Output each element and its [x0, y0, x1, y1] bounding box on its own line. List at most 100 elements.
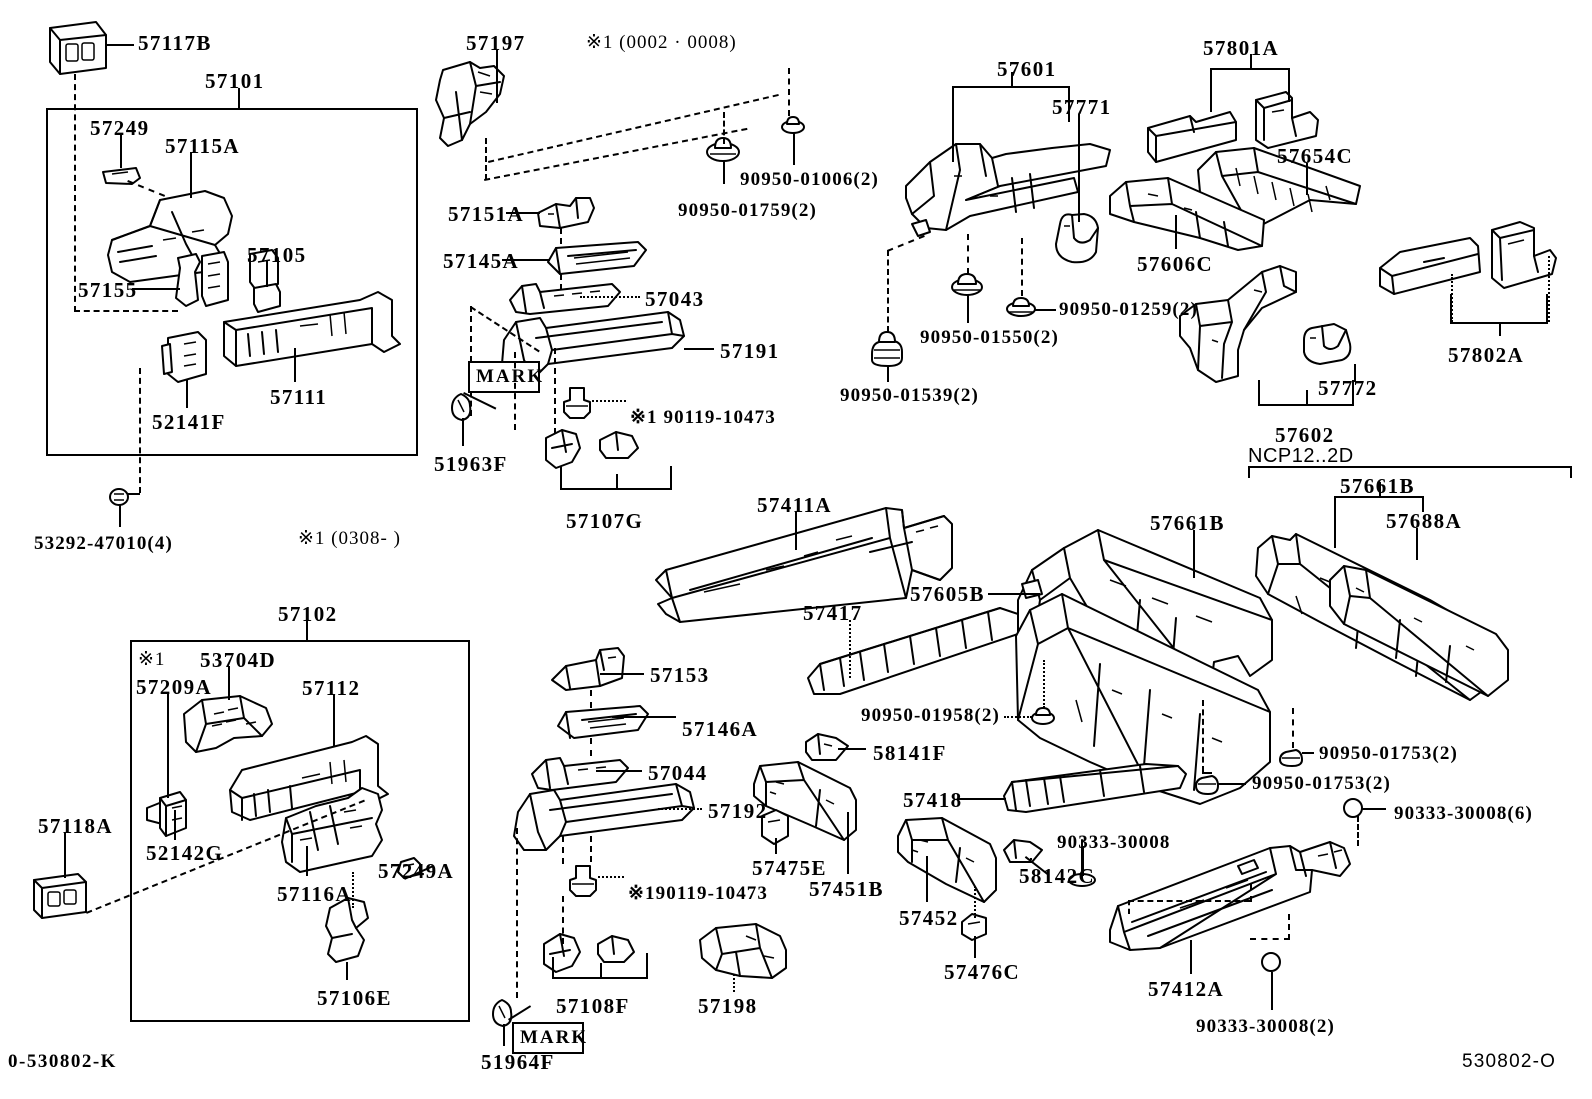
part-label-57112[interactable]: 57112: [302, 676, 361, 700]
part-label-57192[interactable]: 57192: [708, 799, 768, 823]
part-label-57249[interactable]: 57249: [90, 116, 150, 140]
dash-57117b-b: [74, 310, 178, 312]
dash-01006: [788, 68, 790, 116]
part-label-57107g[interactable]: 57107G: [566, 509, 644, 533]
part-label-57451b[interactable]: 57451B: [809, 877, 884, 901]
part-label-57452[interactable]: 57452: [899, 906, 959, 930]
part-label-57044[interactable]: 57044: [648, 761, 708, 785]
part-label-57661b-left[interactable]: 57661B: [1150, 511, 1225, 535]
part-label-57475e[interactable]: 57475E: [752, 856, 827, 880]
part-label-90950-01259[interactable]: 90950-01259(2): [1059, 299, 1198, 320]
dash-57146a: [590, 738, 592, 756]
part-label-57605b[interactable]: 57605B: [910, 582, 985, 606]
part-label-90119-10473[interactable]: ※1 90119-10473: [630, 407, 776, 428]
part-label-58142c[interactable]: 58142C: [1019, 864, 1096, 888]
leader-51963f: [462, 418, 464, 446]
part-label-57772[interactable]: 57772: [1318, 376, 1378, 400]
part-label-90333-30008-6[interactable]: 90333-30008(6): [1394, 803, 1533, 824]
part-label-57198[interactable]: 57198: [698, 994, 758, 1018]
part-label-58141f[interactable]: 58141F: [873, 741, 947, 765]
part-label-90333-30008[interactable]: 90333-30008: [1057, 832, 1171, 853]
part-label-57476c[interactable]: 57476C: [944, 960, 1021, 984]
part-label-51963f[interactable]: 51963F: [434, 452, 508, 476]
leader-90333-2: [1271, 972, 1273, 1010]
part-label-57116a[interactable]: 57116A: [277, 882, 352, 906]
part-label-57602[interactable]: 57602: [1275, 423, 1335, 447]
leader-57209a: [167, 694, 169, 798]
mark-box-bottom: MARK: [512, 1022, 586, 1054]
part-art-90950-01550-clip: [952, 274, 982, 295]
part-label-52142g[interactable]: 52142G: [146, 841, 224, 865]
part-label-51964f[interactable]: 51964F: [481, 1050, 555, 1074]
part-art-57605b-lower: [1016, 594, 1270, 804]
part-label-57412a[interactable]: 57412A: [1148, 977, 1225, 1001]
part-label-90950-01550[interactable]: 90950-01550(2): [920, 327, 1059, 348]
part-label-57117b[interactable]: 57117B: [138, 31, 212, 55]
part-label-57146a[interactable]: 57146A: [682, 717, 759, 741]
leader-53292: [119, 505, 121, 527]
part-art-53292-nut: [110, 489, 128, 505]
dash-01539: [887, 250, 889, 332]
dash-01958: [1043, 660, 1045, 708]
leader-57772: [1354, 364, 1356, 382]
part-label-57115a[interactable]: 57115A: [165, 134, 240, 158]
part-label-57101[interactable]: 57101: [205, 69, 265, 93]
part-art-90950-01259-clip: [1007, 298, 1035, 316]
part-label-90950-01759[interactable]: 90950-01759(2): [678, 200, 817, 221]
part-label-57418[interactable]: 57418: [903, 788, 963, 812]
part-art-57606c: [1110, 178, 1264, 250]
part-art-57118a: [34, 874, 86, 918]
leader-57101: [238, 88, 240, 108]
part-label-57249a[interactable]: 57249A: [378, 859, 455, 883]
part-label-57601[interactable]: 57601: [997, 57, 1057, 81]
part-label-190119-10473[interactable]: ※190119-10473: [628, 883, 768, 904]
part-label-90333-30008-2[interactable]: 90333-30008(2): [1196, 1016, 1335, 1037]
leader-57151a: [506, 212, 540, 214]
dash-57116a-clip: [352, 872, 354, 908]
part-label-57102[interactable]: 57102: [278, 602, 338, 626]
part-label-57688a[interactable]: 57688A: [1386, 509, 1463, 533]
part-label-57801a[interactable]: 57801A: [1203, 36, 1280, 60]
part-label-57111[interactable]: 57111: [270, 385, 328, 409]
part-label-57197[interactable]: 57197: [466, 31, 526, 55]
part-label-90950-01006[interactable]: 90950-01006(2): [740, 169, 879, 190]
part-label-57654c[interactable]: 57654C: [1277, 144, 1354, 168]
dash-57412a-bot: [1250, 938, 1290, 940]
part-label-57771[interactable]: 57771: [1052, 95, 1112, 119]
part-label-57106e[interactable]: 57106E: [317, 986, 392, 1010]
part-label-57661b-right[interactable]: 57661B: [1340, 474, 1415, 498]
part-label-57417[interactable]: 57417: [803, 601, 863, 625]
leader-57197: [496, 49, 498, 103]
dash-01753-b2: [1202, 772, 1212, 774]
part-label-57108f[interactable]: 57108F: [556, 994, 630, 1018]
leader-57412a: [1190, 940, 1192, 974]
part-label-57411a[interactable]: 57411A: [757, 493, 832, 517]
leader-57153: [600, 673, 644, 675]
part-label-57155[interactable]: 57155: [78, 278, 138, 302]
part-label-57105[interactable]: 57105: [247, 243, 307, 267]
part-art-90333-30008-clip-b: [1344, 799, 1362, 817]
leader-57117b: [106, 44, 134, 46]
part-label-57606c[interactable]: 57606C: [1137, 252, 1214, 276]
part-label-57151a[interactable]: 57151A: [448, 202, 525, 226]
part-label-90950-01958[interactable]: 90950-01958(2): [861, 705, 1000, 726]
part-label-57209a[interactable]: 57209A: [136, 675, 213, 699]
part-label-90950-01539[interactable]: 90950-01539(2): [840, 385, 979, 406]
part-label-57802a[interactable]: 57802A: [1448, 343, 1525, 367]
part-label-53704d[interactable]: 53704D: [200, 648, 277, 672]
mark-pointer-bottom: [508, 1005, 532, 1021]
part-label-57118a[interactable]: 57118A: [38, 814, 113, 838]
part-art-57802a: [1380, 222, 1556, 294]
part-label-53292-47010[interactable]: 53292-47010(4): [34, 533, 173, 554]
part-label-57191[interactable]: 57191: [720, 339, 780, 363]
part-label-57043[interactable]: 57043: [645, 287, 705, 311]
part-label-57153[interactable]: 57153: [650, 663, 710, 687]
part-label-57145a[interactable]: 57145A: [443, 249, 520, 273]
part-label-52141f[interactable]: 52141F: [152, 410, 226, 434]
leader-57771: [1078, 114, 1080, 222]
part-label-90950-01753-a[interactable]: 90950-01753(2): [1319, 743, 1458, 764]
leader-57661b-left: [1193, 530, 1195, 578]
dash-57191-l: [470, 306, 472, 382]
leader-57112: [333, 694, 335, 746]
part-label-90950-01753-b[interactable]: 90950-01753(2): [1252, 773, 1391, 794]
